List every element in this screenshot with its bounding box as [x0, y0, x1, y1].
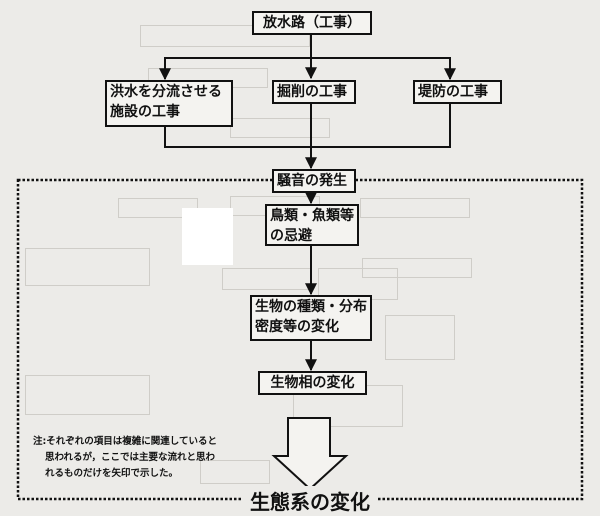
node-excavation: 掘削の工事 — [272, 80, 356, 104]
node-levee: 堤防の工事 — [413, 80, 502, 104]
ghost-box — [385, 315, 455, 360]
ghost-box — [200, 460, 270, 484]
avoid-line2: の忌避 — [270, 228, 312, 244]
note-line1: 注:それぞれの項目は複雑に関連していると — [33, 436, 218, 447]
dotted-frame — [16, 178, 584, 501]
node-discharge-channel: 放水路（工事） — [252, 11, 372, 35]
node-diversion-works: 洪水を分流させる 施設の工事 — [105, 80, 233, 127]
ghost-box — [25, 248, 150, 286]
node-biota-change: 生物相の変化 — [258, 371, 367, 395]
ghost-box — [25, 375, 150, 415]
blank-patch — [182, 208, 233, 265]
node-species-change: 生物の種類・分布 密度等の変化 — [250, 295, 372, 341]
node-noise: 騒音の発生 — [272, 169, 356, 193]
ghost-box — [140, 25, 310, 47]
big-down-arrow-icon — [271, 417, 349, 491]
node-avoidance: 鳥類・魚類等 の忌避 — [265, 204, 359, 246]
diversion-line2: 施設の工事 — [110, 104, 180, 120]
footnote: 注:それぞれの項目は複雑に関連していると 思われるが，ここでは主要な流れと思わ … — [33, 434, 217, 482]
ghost-box — [230, 118, 330, 138]
ecosystem-change-label: 生態系の変化 — [243, 486, 377, 515]
note-line3: れるものだけを矢印で示した。 — [45, 468, 179, 479]
species-line2: 密度等の変化 — [255, 319, 339, 335]
species-line1: 生物の種類・分布 — [255, 299, 367, 315]
ghost-box — [360, 198, 470, 218]
diversion-line1: 洪水を分流させる — [110, 84, 222, 100]
avoid-line1: 鳥類・魚類等 — [270, 208, 354, 224]
note-line2: 思われるが，ここでは主要な流れと思わ — [45, 452, 215, 463]
